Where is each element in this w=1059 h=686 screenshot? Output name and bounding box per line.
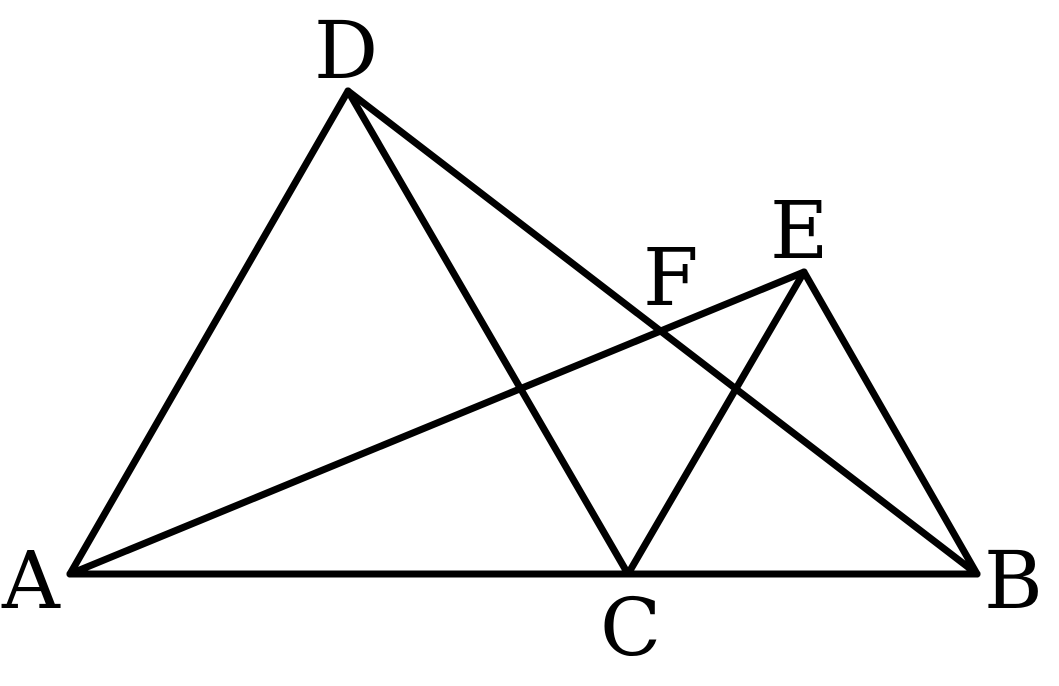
segment-eb bbox=[800, 268, 981, 578]
point-label-e: E bbox=[770, 184, 828, 277]
point-label-a: A bbox=[1, 534, 61, 627]
segment-ae bbox=[66, 268, 808, 578]
segment-ec bbox=[624, 268, 808, 578]
segments-group bbox=[66, 87, 981, 578]
point-label-f: F bbox=[643, 231, 699, 324]
point-label-b: B bbox=[984, 534, 1043, 627]
labels-group: A B C D EF bbox=[1, 4, 1043, 674]
point-label-c: C bbox=[600, 581, 661, 674]
segment-ad bbox=[66, 87, 352, 578]
point-label-d: D bbox=[314, 4, 378, 97]
segment-dc bbox=[344, 87, 632, 578]
